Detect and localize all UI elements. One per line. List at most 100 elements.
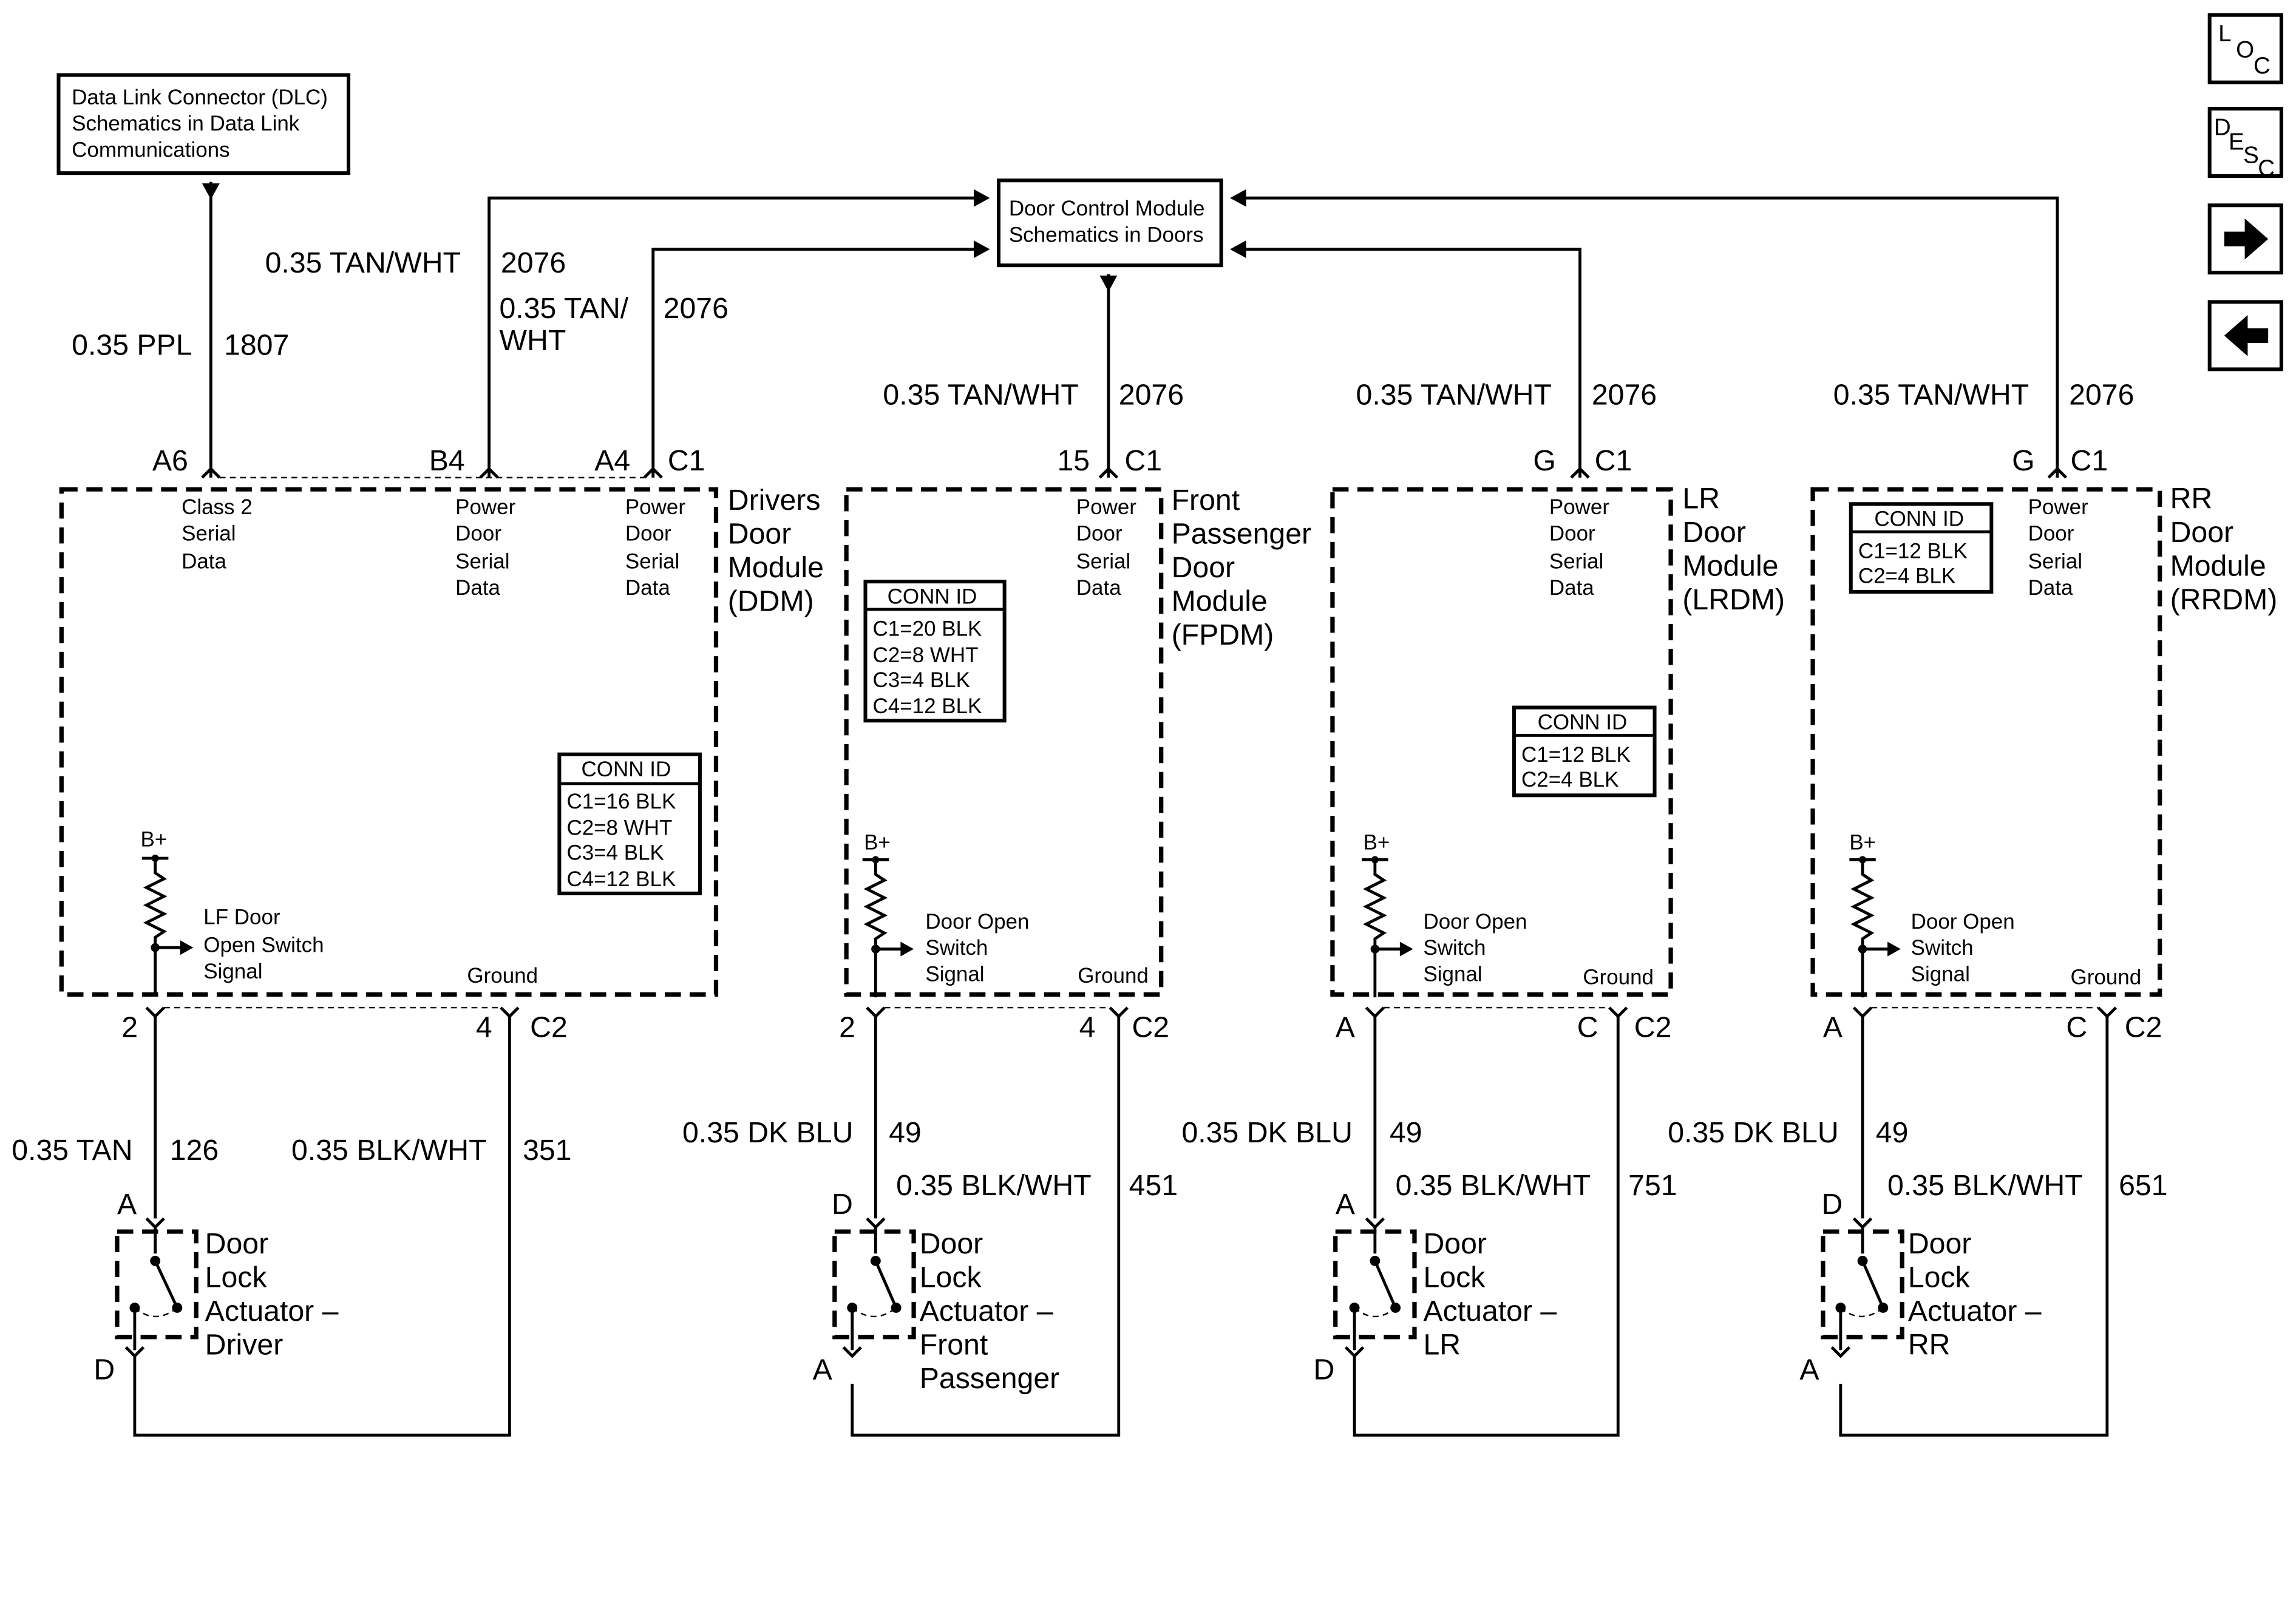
door-lock-actuator-rr: D A Door Lock Actuator – RR	[1799, 1188, 2041, 1386]
svg-text:CONN ID: CONN ID	[1538, 711, 1628, 734]
svg-text:A4: A4	[594, 444, 630, 477]
svg-text:Door: Door	[1423, 1227, 1487, 1260]
wire-b4-circuit: 2076	[501, 246, 566, 279]
svg-text:Signal: Signal	[1423, 963, 1482, 986]
svg-text:A6: A6	[152, 444, 188, 477]
top-wiring: 0.35 PPL 1807 0.35 TAN/WHT 2076 0.35 TAN…	[72, 181, 2134, 479]
wire-a4-circuit: 2076	[664, 292, 729, 325]
svg-text:Signal: Signal	[925, 963, 984, 986]
svg-text:LR: LR	[1423, 1329, 1461, 1361]
lrdm-conn-id-table: CONN ID C1=12 BLK C2=4 BLK	[1512, 705, 1657, 798]
loc-button[interactable]: L O C	[2207, 13, 2283, 84]
svg-text:A: A	[117, 1188, 137, 1221]
svg-text:C: C	[2258, 155, 2275, 181]
wire-lr-gauge: 0.35 TAN/WHT	[1356, 378, 1552, 411]
lr-door-module: G C1 LR Door Module (LRDM) Power Door Se…	[1330, 444, 1785, 1043]
svg-text:D: D	[2214, 114, 2231, 140]
svg-text:2: 2	[839, 1011, 855, 1043]
svg-text:Switch: Switch	[1911, 936, 1974, 960]
svg-text:751: 751	[1628, 1169, 1677, 1202]
svg-text:O: O	[2236, 37, 2254, 63]
svg-text:Signal: Signal	[203, 960, 262, 983]
svg-text:Data: Data	[455, 576, 500, 600]
svg-text:C1: C1	[1124, 444, 1162, 477]
svg-text:Schematics in Data Link: Schematics in Data Link	[72, 112, 300, 135]
svg-text:Front: Front	[920, 1329, 988, 1361]
svg-text:Module: Module	[1682, 549, 1778, 582]
svg-text:Data: Data	[1549, 576, 1594, 600]
arrow-left-icon	[2224, 315, 2269, 356]
svg-text:C: C	[2066, 1011, 2087, 1043]
svg-text:Data Link Connector (DLC): Data Link Connector (DLC)	[72, 86, 328, 109]
svg-text:Communications: Communications	[72, 138, 229, 162]
wire-lr-circuit: 2076	[1592, 378, 1657, 411]
svg-text:Door Open: Door Open	[1423, 910, 1527, 934]
dlc-reference-box: Data Link Connector (DLC) Schematics in …	[56, 73, 351, 175]
svg-text:Front: Front	[1172, 484, 1240, 517]
svg-text:B+: B+	[1364, 831, 1390, 855]
svg-text:15: 15	[1057, 444, 1090, 477]
svg-text:126: 126	[170, 1134, 219, 1167]
svg-text:Door: Door	[205, 1227, 269, 1260]
svg-text:Door: Door	[1682, 516, 1746, 549]
door-lock-actuator-lr: A D Door Lock Actuator – LR	[1314, 1188, 1557, 1386]
svg-text:C1: C1	[2071, 444, 2108, 477]
desc-button[interactable]: D E S C	[2207, 107, 2283, 181]
svg-text:Door: Door	[455, 522, 501, 546]
svg-text:Schematics in Doors: Schematics in Doors	[1009, 223, 1204, 247]
svg-text:0.35 BLK/WHT: 0.35 BLK/WHT	[1887, 1169, 2083, 1202]
svg-text:Actuator –: Actuator –	[920, 1295, 1053, 1327]
svg-text:CONN ID: CONN ID	[1874, 507, 1964, 531]
wire-a4-gauge-1: 0.35 TAN/	[499, 292, 628, 325]
svg-text:Signal: Signal	[1911, 963, 1970, 986]
rrdm-switch-signal-circuit: B+ Door Open Switch Signal	[1849, 831, 2015, 998]
previous-page-button[interactable]	[2207, 300, 2283, 371]
svg-text:B+: B+	[141, 828, 168, 852]
svg-text:CONN ID: CONN ID	[582, 758, 671, 781]
svg-text:C2=4 BLK: C2=4 BLK	[1521, 768, 1618, 792]
svg-text:Door: Door	[920, 1227, 983, 1260]
rrdm-conn-id-table: CONN ID C1=12 BLK C2=4 BLK	[1849, 502, 1994, 594]
svg-text:49: 49	[889, 1116, 922, 1149]
svg-text:Data: Data	[2028, 576, 2073, 600]
svg-text:Serial: Serial	[1076, 549, 1130, 573]
ddm-switch-signal-circuit: B+ LF Door Open Switch Signal	[141, 828, 324, 996]
svg-text:0.35 TAN: 0.35 TAN	[12, 1134, 132, 1167]
fpdm-conn-id-table: CONN ID C1=20 BLK C2=8 WHT C3=4 BLK C4=1…	[863, 580, 1007, 723]
svg-text:C1=20 BLK: C1=20 BLK	[873, 617, 982, 640]
svg-text:Door Open: Door Open	[1911, 910, 2015, 934]
svg-text:0.35 DK BLU: 0.35 DK BLU	[1668, 1116, 1838, 1149]
wire-fp-gauge: 0.35 TAN/WHT	[883, 378, 1078, 411]
svg-text:A: A	[1823, 1011, 1843, 1043]
bottom-wiring: 0.35 TAN 126 0.35 BLK/WHT 351 0.35 DK BL…	[12, 1016, 2168, 1437]
svg-text:Door: Door	[1908, 1227, 1972, 1260]
wire-ppl-gauge: 0.35 PPL	[72, 328, 192, 361]
svg-text:Power: Power	[1076, 495, 1136, 519]
svg-text:A: A	[1336, 1188, 1356, 1221]
rr-door-module: G C1 RR Door Module (RRDM) Power Door Se…	[1810, 444, 2277, 1043]
svg-text:D: D	[832, 1188, 853, 1221]
svg-text:Door: Door	[2028, 522, 2074, 546]
svg-text:Actuator –: Actuator –	[1908, 1295, 2042, 1327]
svg-text:Module: Module	[2170, 549, 2266, 582]
svg-text:Door Open: Door Open	[925, 910, 1029, 934]
svg-text:Serial: Serial	[455, 549, 509, 573]
svg-text:49: 49	[1390, 1116, 1422, 1149]
svg-text:351: 351	[523, 1134, 571, 1167]
svg-text:C2=8 WHT: C2=8 WHT	[873, 643, 979, 667]
svg-text:C2: C2	[1634, 1011, 1672, 1043]
svg-text:C: C	[2254, 53, 2271, 79]
svg-text:Serial: Serial	[2028, 549, 2082, 573]
svg-text:651: 651	[2119, 1169, 2167, 1202]
svg-text:D: D	[93, 1354, 115, 1386]
next-page-button[interactable]	[2207, 203, 2283, 275]
drivers-door-module: A6 B4 A4 C1 Drivers Door Module (DDM) Cl…	[59, 444, 824, 1043]
svg-text:RR: RR	[2170, 483, 2213, 515]
svg-text:Door: Door	[1172, 551, 1235, 584]
door-lock-actuator-front-passenger: D A Door Lock Actuator – Front Passenger	[813, 1188, 1060, 1395]
svg-text:2: 2	[121, 1011, 138, 1043]
svg-text:C2=4 BLK: C2=4 BLK	[1858, 564, 1955, 588]
svg-text:Door: Door	[1549, 522, 1595, 546]
svg-text:Class 2: Class 2	[182, 495, 253, 519]
